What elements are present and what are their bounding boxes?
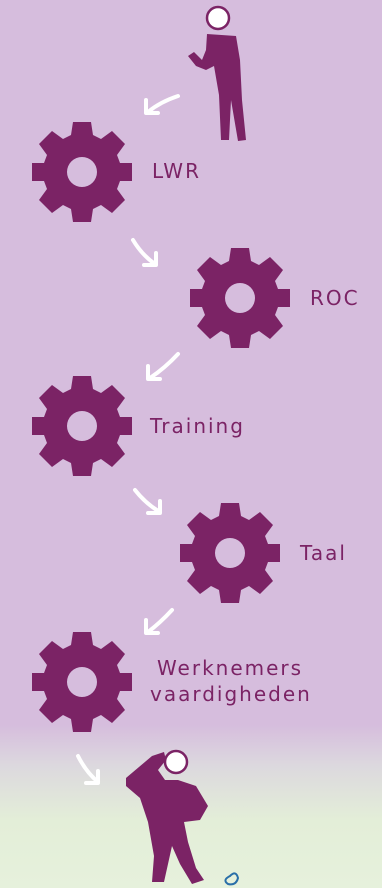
step-label-lwr: LWR [152, 159, 201, 183]
arrow-icon [131, 238, 158, 267]
step-label-line-1: Werknemers [156, 656, 304, 680]
arrow-icon [144, 94, 180, 115]
arrow-icon [133, 488, 162, 515]
step-label-werknemers: Werknemers vaardigheden [150, 655, 310, 707]
arrow-icon [146, 352, 180, 381]
thinking-person-icon [126, 749, 208, 884]
gear-icon [32, 376, 132, 476]
step-label-roc: ROC [310, 286, 360, 310]
gear-icon [190, 248, 290, 348]
arrow-icon [144, 608, 174, 635]
step-label-line-2: vaardigheden [150, 682, 312, 706]
doodle-icon [224, 872, 240, 886]
step-label-training: Training [150, 414, 245, 438]
gear-icon [32, 122, 132, 222]
gear-icon [32, 632, 132, 732]
step-label-taal: Taal [300, 541, 347, 565]
thinking-person-icon [188, 5, 246, 141]
gear-icon [180, 503, 280, 603]
arrow-icon [76, 754, 100, 785]
